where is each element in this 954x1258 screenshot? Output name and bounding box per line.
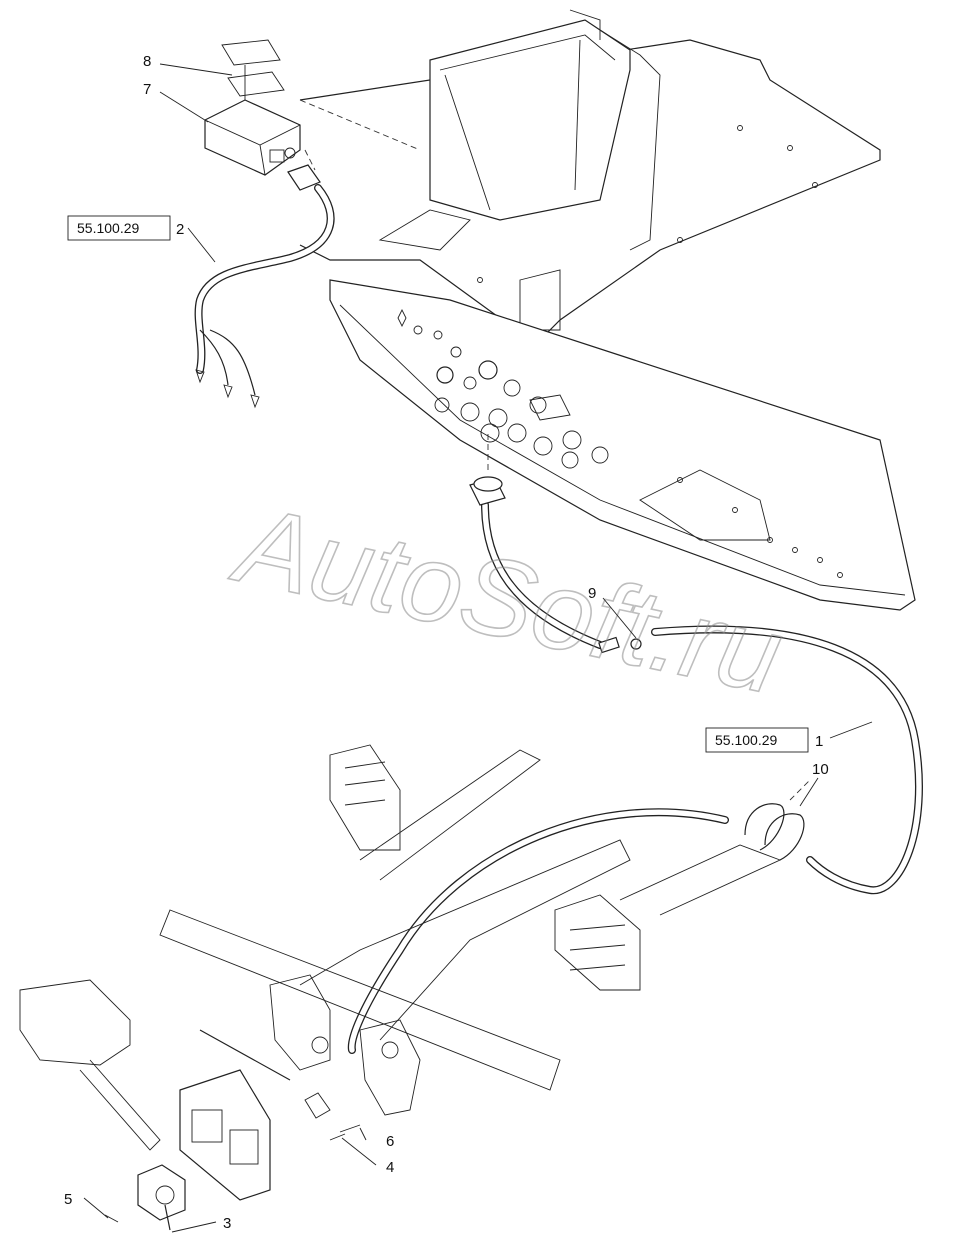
lower-frame — [19, 744, 782, 1151]
callout-10: 10 — [812, 761, 829, 778]
callout-3: 3 — [223, 1215, 231, 1232]
callout-1: 1 — [815, 733, 823, 750]
ref-box-lower-label: 55.100.29 — [715, 732, 777, 748]
callout-6: 6 — [386, 1133, 394, 1150]
ref-box-upper[interactable]: 55.100.29 — [67, 215, 171, 241]
storage-bin — [429, 9, 661, 251]
callout-9: 9 — [588, 585, 596, 602]
platform-frame — [299, 39, 881, 341]
harness-2 — [194, 184, 335, 409]
callout-4: 4 — [386, 1159, 394, 1176]
harness-1 — [347, 430, 923, 1054]
callout-8: 8 — [143, 53, 151, 70]
callout-7: 7 — [143, 81, 151, 98]
leader-lines — [83, 63, 873, 1233]
ref-box-lower[interactable]: 55.100.29 — [705, 727, 809, 753]
control-module — [204, 39, 321, 191]
socket-assembly — [104, 1029, 361, 1231]
clamps — [744, 779, 811, 861]
callout-5: 5 — [64, 1191, 72, 1208]
callout-2: 2 — [176, 221, 184, 238]
side-panel — [329, 279, 916, 611]
ref-box-upper-label: 55.100.29 — [77, 220, 139, 236]
